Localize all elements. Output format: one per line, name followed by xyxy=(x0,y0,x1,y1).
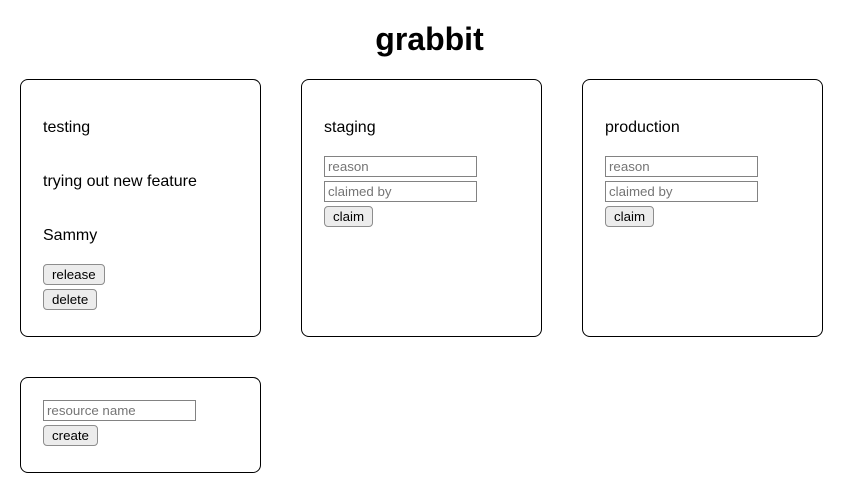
resource-card-testing: testing trying out new feature Sammy rel… xyxy=(20,79,261,337)
resource-name-input[interactable] xyxy=(43,400,196,421)
reason-input[interactable] xyxy=(605,156,758,177)
claimed-by-input[interactable] xyxy=(605,181,758,202)
claim-button[interactable]: claim xyxy=(605,206,655,227)
create-button[interactable]: create xyxy=(43,425,98,446)
claim-button[interactable]: claim xyxy=(324,206,374,227)
create-row: create xyxy=(20,377,839,473)
reason-input[interactable] xyxy=(324,156,477,177)
release-button[interactable]: release xyxy=(43,264,105,285)
app-title: grabbit xyxy=(375,21,484,57)
resource-card-staging: staging claim xyxy=(301,79,542,337)
resource-card-production: production claim xyxy=(582,79,823,337)
delete-button[interactable]: delete xyxy=(43,289,98,310)
claimed-by-input[interactable] xyxy=(324,181,477,202)
resource-name: staging xyxy=(324,119,376,136)
resource-name: production xyxy=(605,119,680,136)
claim-reason-text: trying out new feature xyxy=(43,173,197,190)
create-resource-card: create xyxy=(20,377,261,473)
claimed-by-text: Sammy xyxy=(43,227,98,244)
resources-row: testing trying out new feature Sammy rel… xyxy=(20,79,839,337)
resource-name: testing xyxy=(43,119,91,136)
